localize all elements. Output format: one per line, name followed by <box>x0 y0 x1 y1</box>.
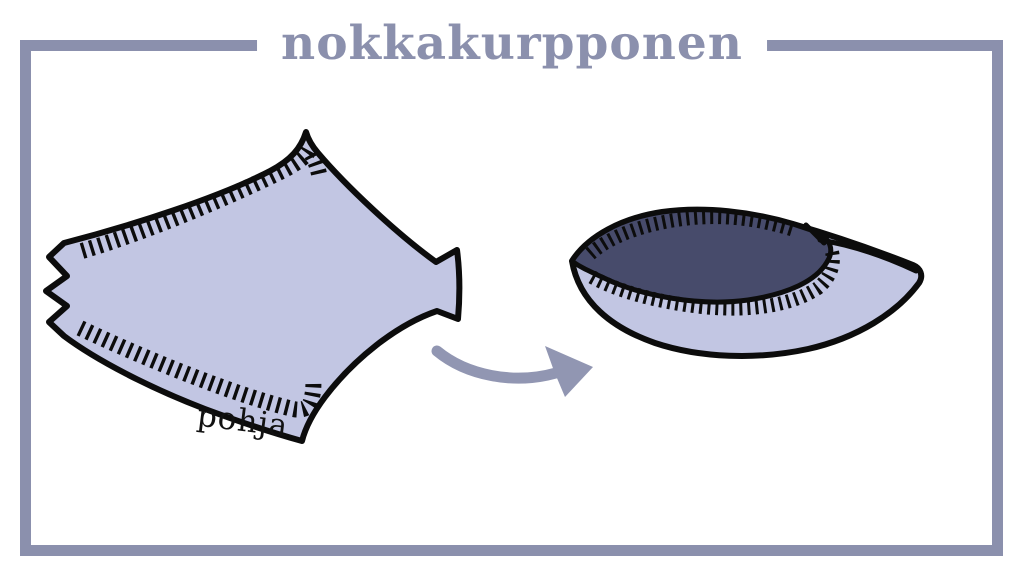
stitch-marks-bottom <box>76 320 322 418</box>
toe-seam-line <box>817 237 919 274</box>
sole-pattern-figure <box>43 129 463 444</box>
assembled-shoe-figure <box>569 206 925 359</box>
beak-fold-line <box>803 222 827 246</box>
stitch-marks-inner-rim <box>585 210 797 260</box>
stitch-marks-top <box>79 134 327 259</box>
assembly-arrow-icon <box>431 345 593 397</box>
arrow-head <box>545 346 593 397</box>
stitch-marks-outer-rim <box>588 250 840 316</box>
sole-pattern-shape <box>43 129 463 444</box>
page-title: nokkakurpponen <box>257 16 767 73</box>
arrow-tail <box>431 345 562 384</box>
